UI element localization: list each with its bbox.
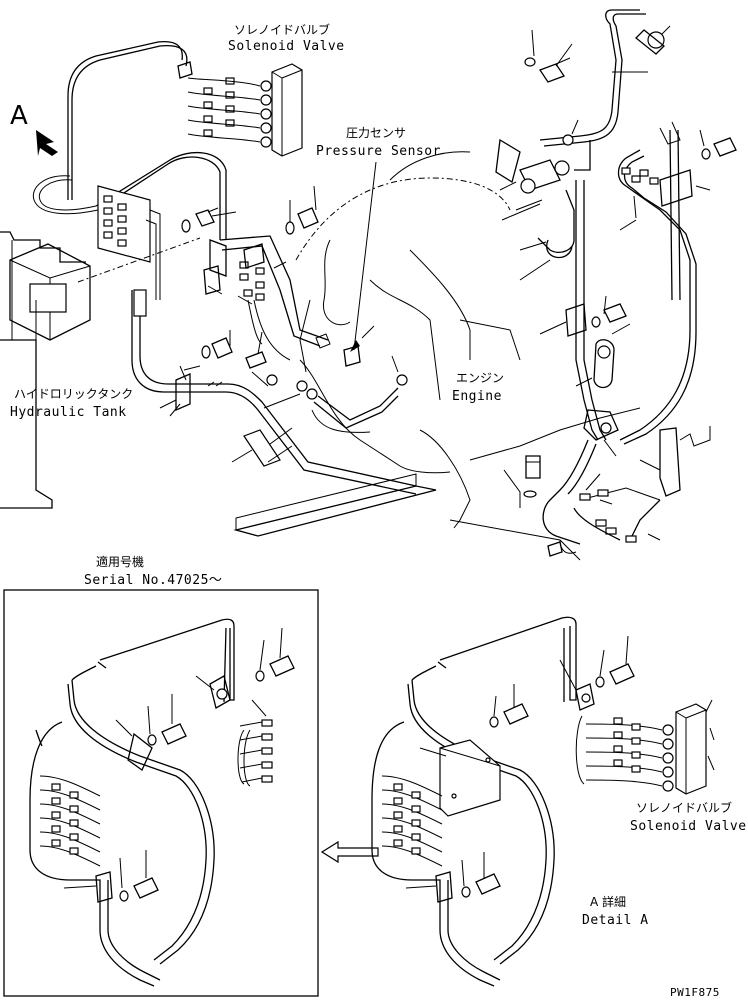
view-arrow-a: A xyxy=(10,101,58,156)
view-marker-label: A xyxy=(10,101,28,131)
relay-block xyxy=(231,429,293,467)
rails-left xyxy=(131,289,437,537)
solenoid-valve-jp-label: ソレノイドバルブ xyxy=(234,22,330,37)
center-bracket xyxy=(203,235,329,361)
hydraulic-tank xyxy=(0,231,201,509)
right-harness xyxy=(495,9,737,557)
harness-top-left xyxy=(32,40,227,240)
drawing-code-label: PW1F875 xyxy=(670,986,720,999)
pressure-sensor-jp-label: 圧力センサ xyxy=(346,126,406,140)
serial-variant-inset xyxy=(3,589,319,997)
connector-panel-left xyxy=(97,185,161,300)
pressure-sensor-en-label: Pressure Sensor xyxy=(316,144,441,159)
solenoid-valve-detail-en-label: Solenoid Valve xyxy=(630,819,747,834)
detail-a xyxy=(371,616,715,987)
arrow-left-icon xyxy=(320,840,379,864)
hydraulic-tank-jp-label: ハイドロリックタンク xyxy=(14,387,133,401)
main-assembly: A xyxy=(0,9,737,561)
detail-a-jp-label: A 詳細 xyxy=(590,894,626,909)
hydraulic-tank-en-label: Hydraulic Tank xyxy=(10,405,127,420)
engine-en-label: Engine xyxy=(452,389,502,404)
serial-jp-label: 適用号機 xyxy=(96,554,144,569)
engine-jp-label: エンジン xyxy=(456,371,504,385)
ground-cable xyxy=(306,374,408,433)
pressure-sensor xyxy=(315,161,377,367)
serial-en-label: Serial No.47025～ xyxy=(84,573,222,588)
leader-lines-top xyxy=(169,25,711,541)
solenoid-valve-top xyxy=(177,61,303,157)
detail-a-en-label: Detail A xyxy=(582,913,649,928)
solenoid-valve-detail-jp-label: ソレノイドバルブ xyxy=(636,800,732,815)
bolts-left xyxy=(181,207,319,409)
solenoid-valve-en-label: Solenoid Valve xyxy=(228,39,345,54)
